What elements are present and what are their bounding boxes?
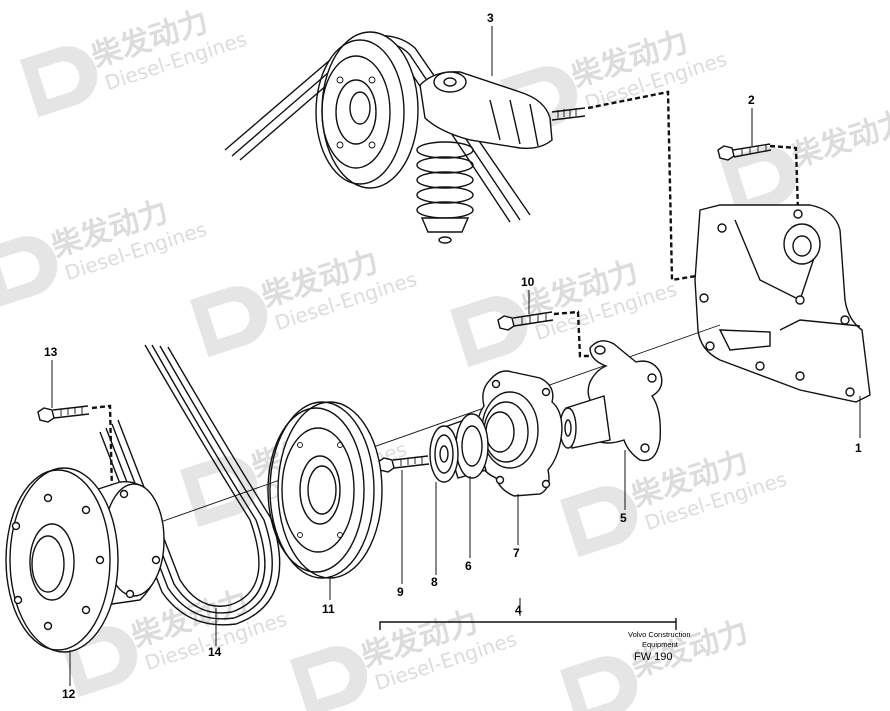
- watermark-logo-icon: [720, 146, 798, 218]
- callout-8: 8: [431, 575, 438, 589]
- washer-8: [429, 425, 459, 483]
- bolt-9: [377, 455, 430, 473]
- footer-code: FW 190: [634, 651, 673, 663]
- footer-line-2: Equipment: [642, 640, 679, 649]
- callout-10: 10: [521, 275, 535, 289]
- alignment-line-10: [553, 310, 598, 358]
- callout-14: 14: [208, 645, 222, 659]
- watermark-logo-icon: [0, 236, 58, 308]
- bearing-housing-7: [474, 370, 563, 497]
- leader-lines: [51, 26, 861, 686]
- watermark-cn: 柴发动力: [788, 104, 890, 174]
- flange-hub-12: [5, 467, 165, 653]
- bracket-1: [694, 204, 871, 403]
- belt-14: [99, 344, 281, 626]
- watermark-cn: 柴发动力: [628, 614, 753, 684]
- footer-line-1: Volvo Construction: [628, 630, 691, 639]
- watermark-logo-icon: [560, 486, 638, 558]
- bolt-13: [37, 405, 90, 423]
- bolt-10: [497, 311, 554, 331]
- callout-5: 5: [620, 511, 627, 525]
- tensioner-assembly: [224, 31, 586, 244]
- tension-spring: [416, 141, 474, 244]
- callout-11: 11: [322, 602, 335, 616]
- callout-2: 2: [748, 93, 755, 107]
- watermark-logo-icon: [290, 646, 368, 711]
- callout-6: 6: [465, 559, 472, 573]
- group-4-bracket: [379, 618, 677, 630]
- callout-9: 9: [397, 585, 404, 599]
- callout-4: 4: [515, 603, 522, 617]
- alignment-line-13: [91, 404, 124, 494]
- callout-labels: 1 2 3 4 5 6 7 8 9 10 11 12 13 14: [44, 11, 862, 701]
- watermark-logo-icon: [450, 296, 528, 368]
- callout-13: 13: [44, 345, 58, 359]
- hub-5: [559, 340, 663, 462]
- bolt-2: [717, 143, 772, 161]
- pulley-11: [267, 401, 383, 579]
- callout-12: 12: [62, 687, 76, 701]
- callout-7: 7: [513, 546, 520, 560]
- alignment-line-3: [587, 90, 721, 282]
- watermark-logo-icon: [180, 456, 258, 528]
- footer-block: Volvo Construction Equipment FW 190: [628, 630, 691, 663]
- callout-1: 1: [855, 441, 862, 455]
- watermark-logo-icon: [20, 46, 98, 118]
- watermark-logo-icon: [190, 286, 268, 358]
- callout-3: 3: [487, 11, 494, 25]
- watermark-logo-icon: [560, 656, 638, 711]
- alignment-line-2: [769, 144, 800, 213]
